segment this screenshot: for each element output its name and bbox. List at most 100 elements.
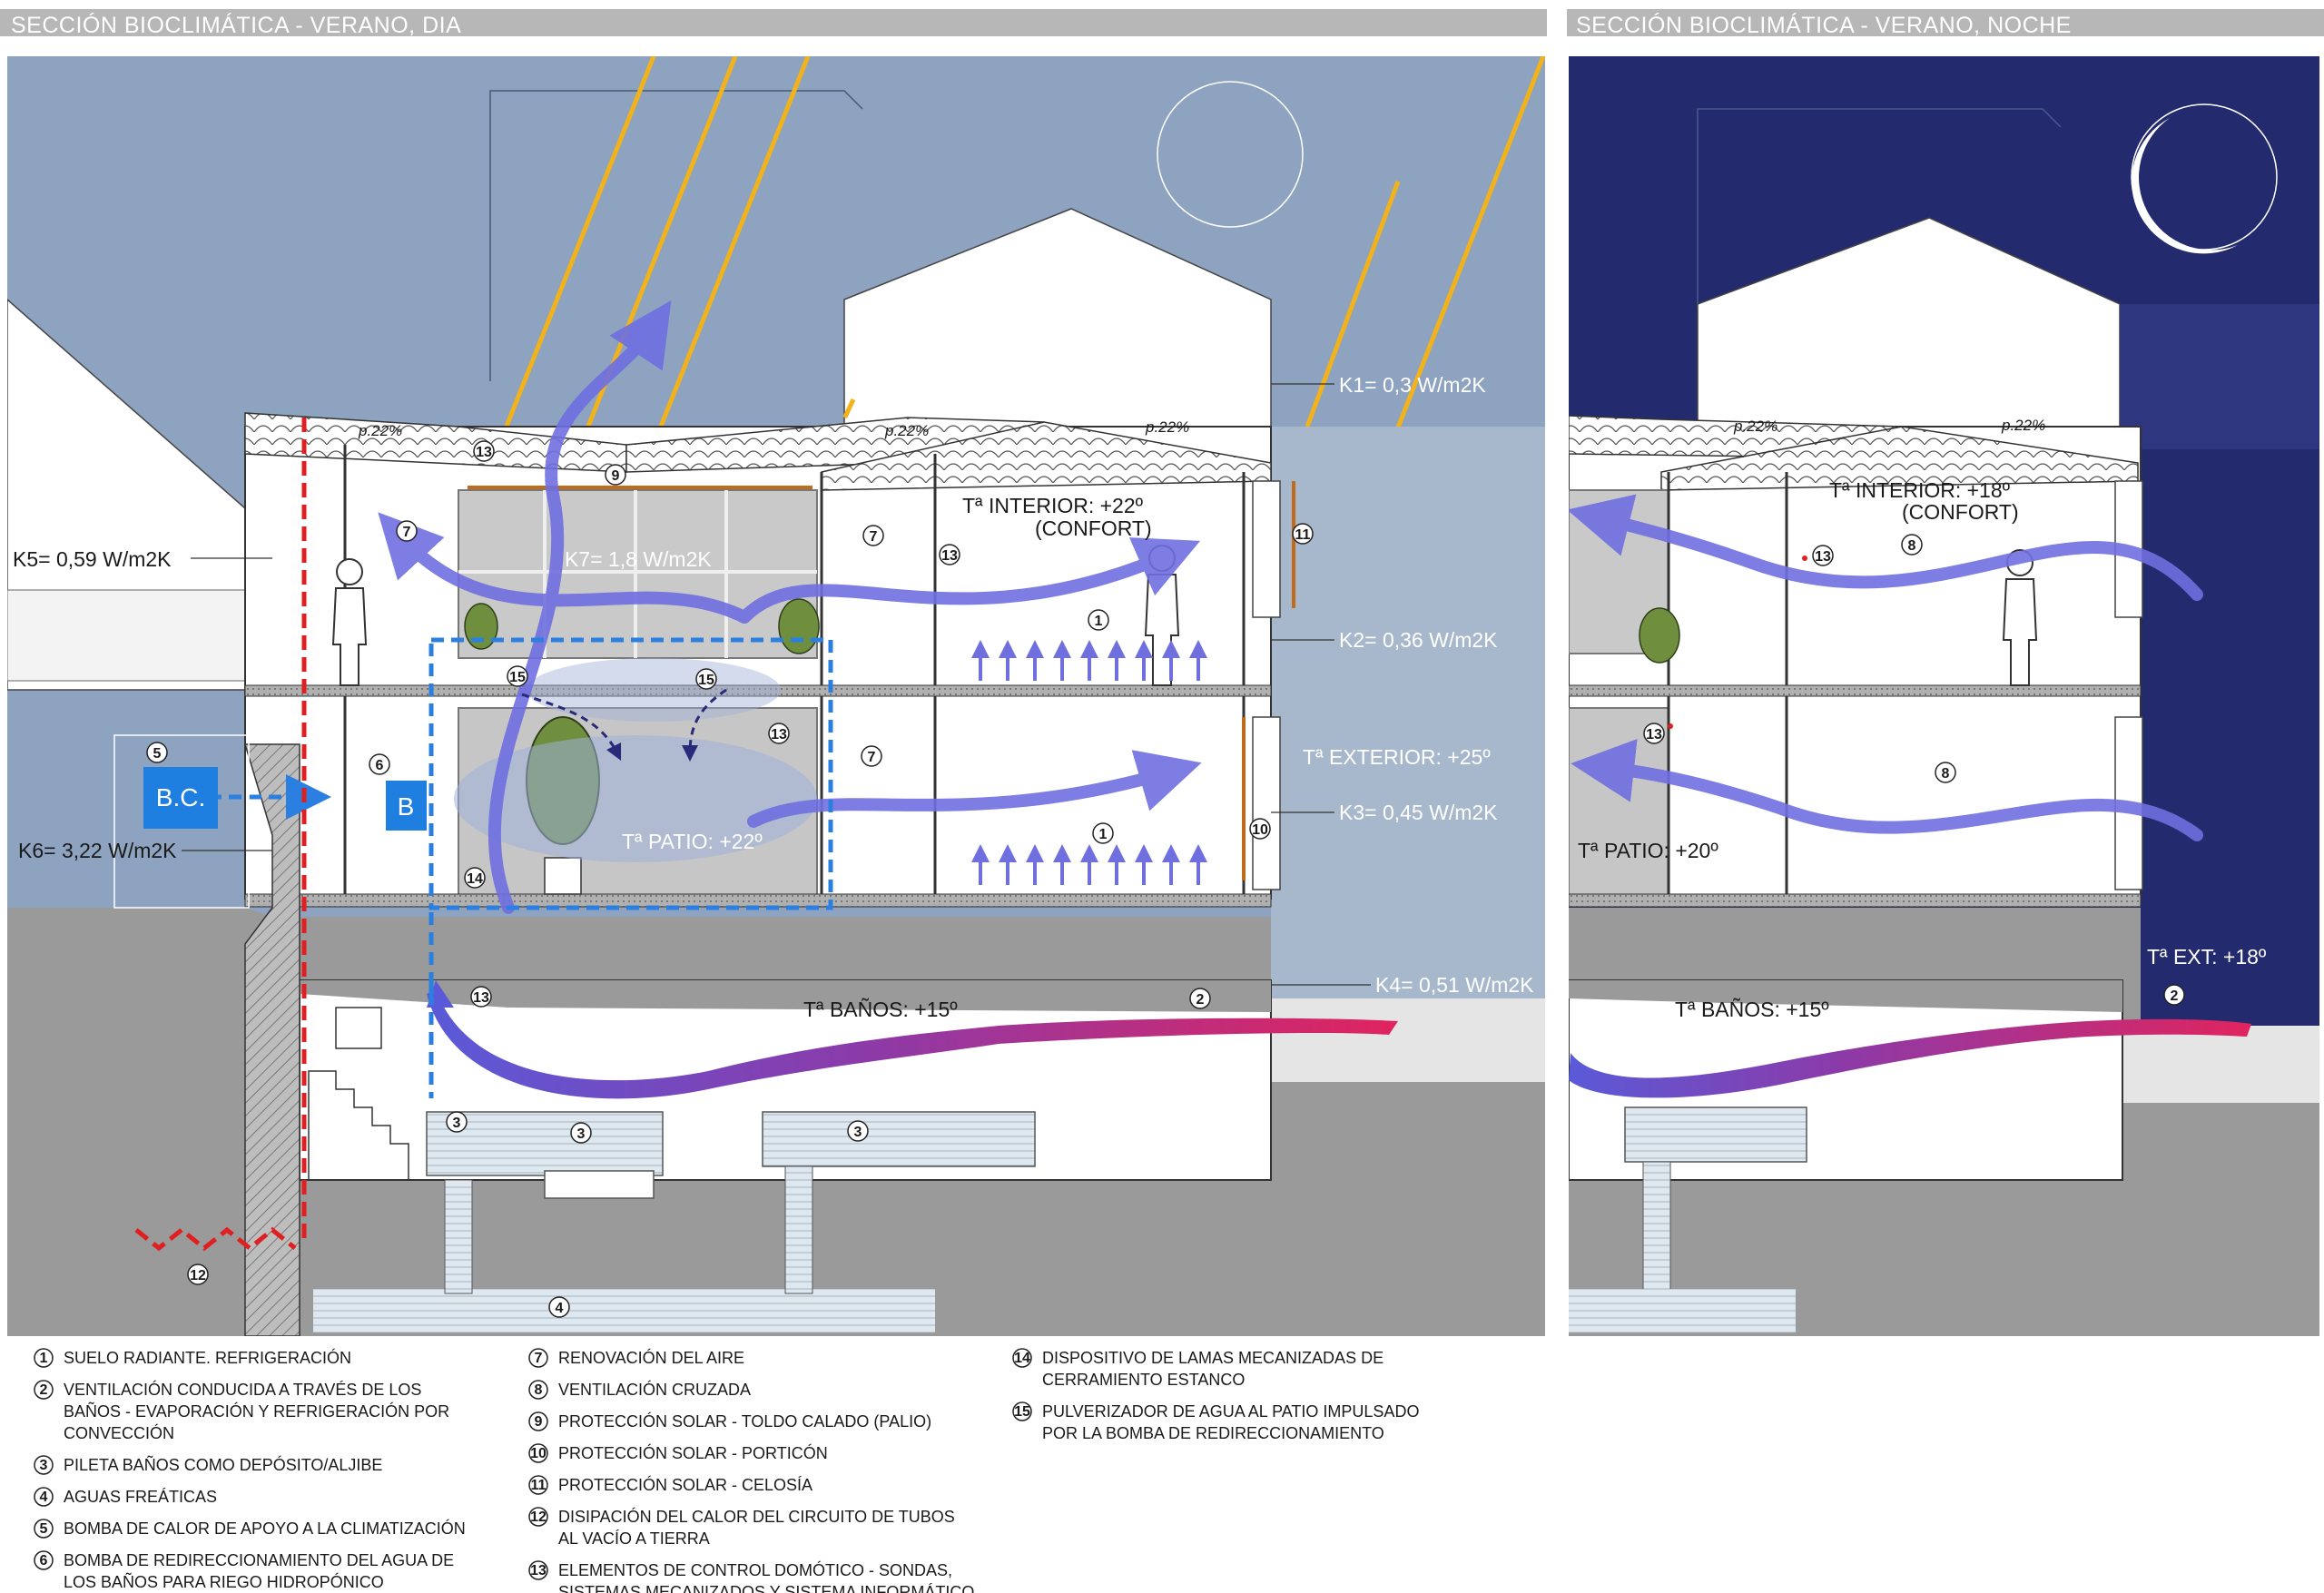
street-level — [2120, 1026, 2319, 1103]
legend-number: 11 — [531, 1478, 547, 1493]
marker: 6 — [369, 753, 390, 775]
svg-text:6: 6 — [376, 758, 384, 773]
confort-label: (CONFORT) — [1035, 516, 1152, 540]
domotic-control-lines — [209, 637, 833, 1098]
plant-icon — [1639, 607, 1680, 664]
legend-number-marker — [528, 1507, 548, 1527]
legend-number-marker — [34, 1550, 54, 1570]
phreatic-water — [313, 1289, 935, 1332]
svg-text:13: 13 — [941, 548, 958, 564]
night-panel-title: SECCIÓN BIOCLIMÁTICA - VERANO, NOCHE — [1576, 12, 2072, 38]
legend-number: 15 — [1014, 1404, 1030, 1420]
legend-item: 9 PROTECCIÓN SOLAR - TOLDO CALADO (PALIO) — [528, 1411, 931, 1431]
svg-text:8: 8 — [1942, 766, 1950, 782]
night-section: Tª INTERIOR: +18º (CONFORT) Tª PATIO: +2… — [1569, 56, 2319, 1336]
rear-tall-building — [843, 208, 1272, 428]
marker: 7 — [396, 520, 418, 542]
marker: 3 — [570, 1122, 592, 1144]
roof-pitch-label: p.22% — [884, 422, 929, 439]
marker: 13 — [768, 723, 790, 744]
legend-number: 4 — [40, 1490, 48, 1505]
basement-stairs — [308, 1070, 409, 1180]
svg-text:8: 8 — [1908, 538, 1916, 554]
k6-label: K6= 3,22 W/m2K — [18, 839, 177, 862]
day-title-bar — [0, 9, 1547, 36]
legend-number-marker — [528, 1348, 548, 1368]
roof-pitch-label: p.22% — [1733, 418, 1777, 435]
marker: 12 — [187, 1264, 209, 1285]
pump-box — [335, 1007, 382, 1049]
marker: 13 — [939, 544, 960, 565]
legend-number: 2 — [40, 1382, 48, 1398]
svg-text:15: 15 — [509, 670, 526, 685]
svg-text:1: 1 — [1099, 827, 1108, 842]
marker: 15 — [507, 665, 528, 687]
night-title-bar — [1567, 9, 2324, 36]
legend-number-marker — [34, 1380, 54, 1400]
moon-outline — [2131, 103, 2278, 251]
legend-text: CERRAMIENTO ESTANCO — [1042, 1371, 1245, 1389]
sun-ray — [560, 56, 738, 491]
street-level — [1271, 998, 1545, 1082]
svg-text:14: 14 — [467, 871, 483, 887]
plant-icon — [778, 598, 820, 654]
day-section: B.C. B K1= 0,3 W/m2K K2= 0,36 W/m2K Tª E… — [7, 56, 1545, 1336]
svg-text:3: 3 — [577, 1126, 586, 1142]
bath-pool-2 — [762, 1111, 1036, 1167]
heat-pump-label: B.C. — [156, 783, 205, 811]
redirect-pump-box — [386, 781, 427, 831]
confort-label: (CONFORT) — [1902, 500, 2019, 524]
legend-text: POR LA BOMBA DE REDIRECCIONAMIENTO — [1042, 1424, 1384, 1442]
exterior-air — [1271, 427, 1545, 1017]
legend-text: RENOVACIÓN DEL AIRE — [558, 1348, 744, 1367]
legend-number-marker — [34, 1519, 54, 1539]
svg-text:4: 4 — [556, 1301, 564, 1316]
roof-pitch-label: p.22% — [2001, 417, 2045, 434]
marker: 13 — [473, 440, 495, 462]
legend-number: 6 — [40, 1553, 48, 1568]
roof-pitch-label: p.22% — [358, 422, 402, 439]
legend-text: PROTECCIÓN SOLAR - TOLDO CALADO (PALIO) — [558, 1411, 931, 1431]
air-flow-arrows — [1569, 494, 2203, 841]
exterior-temp-label: Tª EXTERIOR: +25º — [1303, 745, 1491, 769]
interior-temp-label: Tª INTERIOR: +18º — [1829, 478, 2011, 502]
legend-text: BOMBA DE CALOR DE APOYO A LA CLIMATIZACI… — [64, 1519, 466, 1538]
svg-text:13: 13 — [473, 990, 489, 1006]
air-flow-arrows — [378, 300, 1202, 914]
legend-number-marker — [34, 1348, 54, 1368]
water-spray-arrows — [521, 688, 727, 762]
svg-text:10: 10 — [1252, 822, 1268, 838]
sun-outline — [1157, 81, 1304, 228]
marker: 15 — [695, 668, 717, 690]
legend-number: 9 — [535, 1414, 543, 1430]
svg-text:13: 13 — [1815, 549, 1831, 565]
marker: 4 — [548, 1296, 570, 1318]
bath-ventilation-flow — [1569, 1018, 2251, 1098]
legend-number-marker — [34, 1487, 54, 1507]
marker: 2 — [1189, 988, 1211, 1009]
neighbour-fence — [7, 589, 246, 682]
svg-text:15: 15 — [698, 673, 714, 688]
svg-text:7: 7 — [403, 525, 411, 540]
retaining-wall — [243, 743, 300, 1336]
marker: 7 — [861, 745, 882, 767]
legend-number-marker — [528, 1411, 548, 1431]
patio-temp-label: Tª PATIO: +22º — [622, 830, 763, 853]
radiant-floor-arrows — [971, 640, 1207, 885]
k3-label: K3= 0,45 W/m2K — [1339, 801, 1498, 824]
svg-text:7: 7 — [870, 529, 878, 545]
bath-ventilation-flow — [427, 989, 1398, 1099]
patio-temp-label: Tª PATIO: +20º — [1578, 839, 1718, 862]
svg-text:11: 11 — [1295, 527, 1311, 543]
marker: 5 — [146, 742, 168, 763]
legend-number-marker — [528, 1475, 548, 1495]
